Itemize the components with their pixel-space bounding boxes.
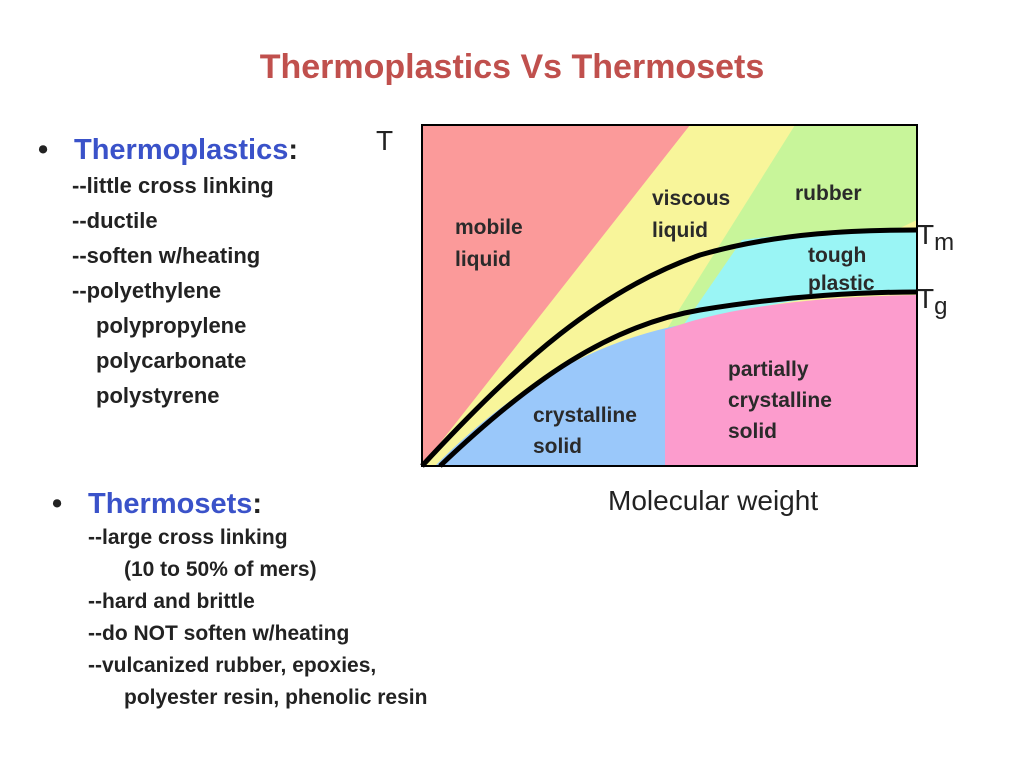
thermoplastics-sub-item: polypropylene: [96, 313, 247, 338]
thermosets-item: (10 to 50% of mers): [124, 558, 317, 581]
partially-crystalline-solid-label: partially crystalline solid: [728, 358, 838, 443]
mobile-liquid-label-line: liquid: [455, 248, 511, 271]
partially-crystalline-solid-label-line: solid: [728, 420, 777, 443]
tm-label: Tm: [917, 219, 954, 256]
slide-title: Thermoplastics Vs Thermosets: [259, 48, 765, 86]
thermoplastics-colon: :: [288, 134, 299, 166]
tg-subscript: g: [934, 293, 947, 320]
crystalline-solid-label-line: solid: [533, 435, 582, 458]
thermosets-item: --large cross linking: [88, 526, 288, 549]
tg-label: Tg: [917, 283, 947, 320]
thermosets-section: • Thermosets: --large cross linking (10 t…: [52, 486, 427, 714]
thermosets-item: --vulcanized rubber, epoxies,: [88, 654, 377, 677]
y-axis-label: T: [376, 125, 393, 156]
thermosets-item: --do NOT soften w/heating: [88, 622, 350, 645]
thermoplastics-item: --polyethylene: [72, 278, 222, 303]
tg-curve: [438, 289, 918, 468]
region-partially-crystalline-solid: [665, 295, 917, 466]
thermoplastics-sub-item: polycarbonate: [96, 348, 247, 373]
tm-subscript: m: [934, 229, 954, 256]
plot-frame: [421, 124, 918, 467]
viscous-liquid-label-line: viscous: [652, 187, 730, 210]
x-axis-label: Molecular weight: [608, 485, 818, 516]
rubber-label: rubber: [795, 182, 862, 205]
bullet-dot-icon: •: [38, 134, 49, 166]
thermosets-heading: Thermosets: [88, 488, 253, 520]
thermoplastics-heading-line: • Thermoplastics:: [38, 132, 298, 168]
thermoplastics-item: --ductile: [72, 208, 158, 233]
partially-crystalline-solid-label-line: crystalline: [728, 389, 832, 412]
partially-crystalline-solid-label-line: partially: [728, 358, 809, 381]
tm-curve: [420, 227, 918, 468]
thermoplastics-heading: Thermoplastics: [74, 134, 289, 166]
tg-letter: T: [917, 283, 934, 314]
tough-plastic-label: tough plastic: [808, 244, 875, 295]
region-crystalline-solid: [435, 325, 680, 466]
thermosets-heading-line: • Thermosets:: [52, 486, 427, 522]
thermoplastics-item: --little cross linking: [72, 173, 274, 198]
thermosets-item: --hard and brittle: [88, 590, 255, 613]
crystalline-solid-label-line: crystalline: [533, 404, 637, 427]
tough-plastic-label-line: plastic: [808, 272, 875, 295]
thermosets-item: polyester resin, phenolic resin: [124, 686, 428, 709]
mobile-liquid-label: mobile liquid: [455, 216, 529, 271]
viscous-liquid-label-line: liquid: [652, 219, 708, 242]
thermoplastics-section: •Thermoplastics: --little cross linking …: [38, 132, 298, 413]
bullet-dot-icon: •: [52, 488, 63, 520]
crystalline-solid-label: crystalline solid: [533, 404, 643, 458]
mobile-liquid-label-line: mobile: [455, 216, 523, 239]
viscous-liquid-label: viscous liquid: [652, 187, 736, 242]
thermoplastics-sub-item: polystyrene: [96, 383, 220, 408]
rubber-label-line: rubber: [795, 182, 862, 205]
thermosets-colon: :: [252, 488, 263, 520]
tough-plastic-label-line: tough: [808, 244, 866, 267]
tm-letter: T: [917, 219, 934, 250]
thermoplastics-item: --soften w/heating: [72, 243, 261, 268]
